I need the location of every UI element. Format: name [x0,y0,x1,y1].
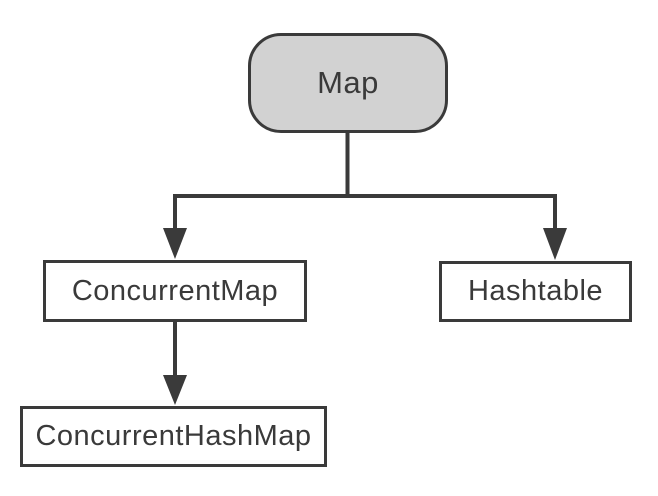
node-concurrenthashmap: ConcurrentHashMap [20,406,327,467]
edge-branch-bar [173,194,557,230]
arrowhead-to-concurrenthashmap [163,375,187,405]
node-concurrenthashmap-label: ConcurrentHashMap [35,420,312,452]
node-hashtable: Hashtable [439,261,632,322]
arrowhead-to-hashtable [543,228,567,260]
arrowhead-to-concurrentmap [163,228,187,259]
node-map: Map [248,33,448,133]
node-concurrentmap-label: ConcurrentMap [71,274,279,307]
node-hashtable-label: Hashtable [467,275,604,307]
node-map-label: Map [317,65,379,100]
node-concurrentmap: ConcurrentMap [43,260,307,322]
